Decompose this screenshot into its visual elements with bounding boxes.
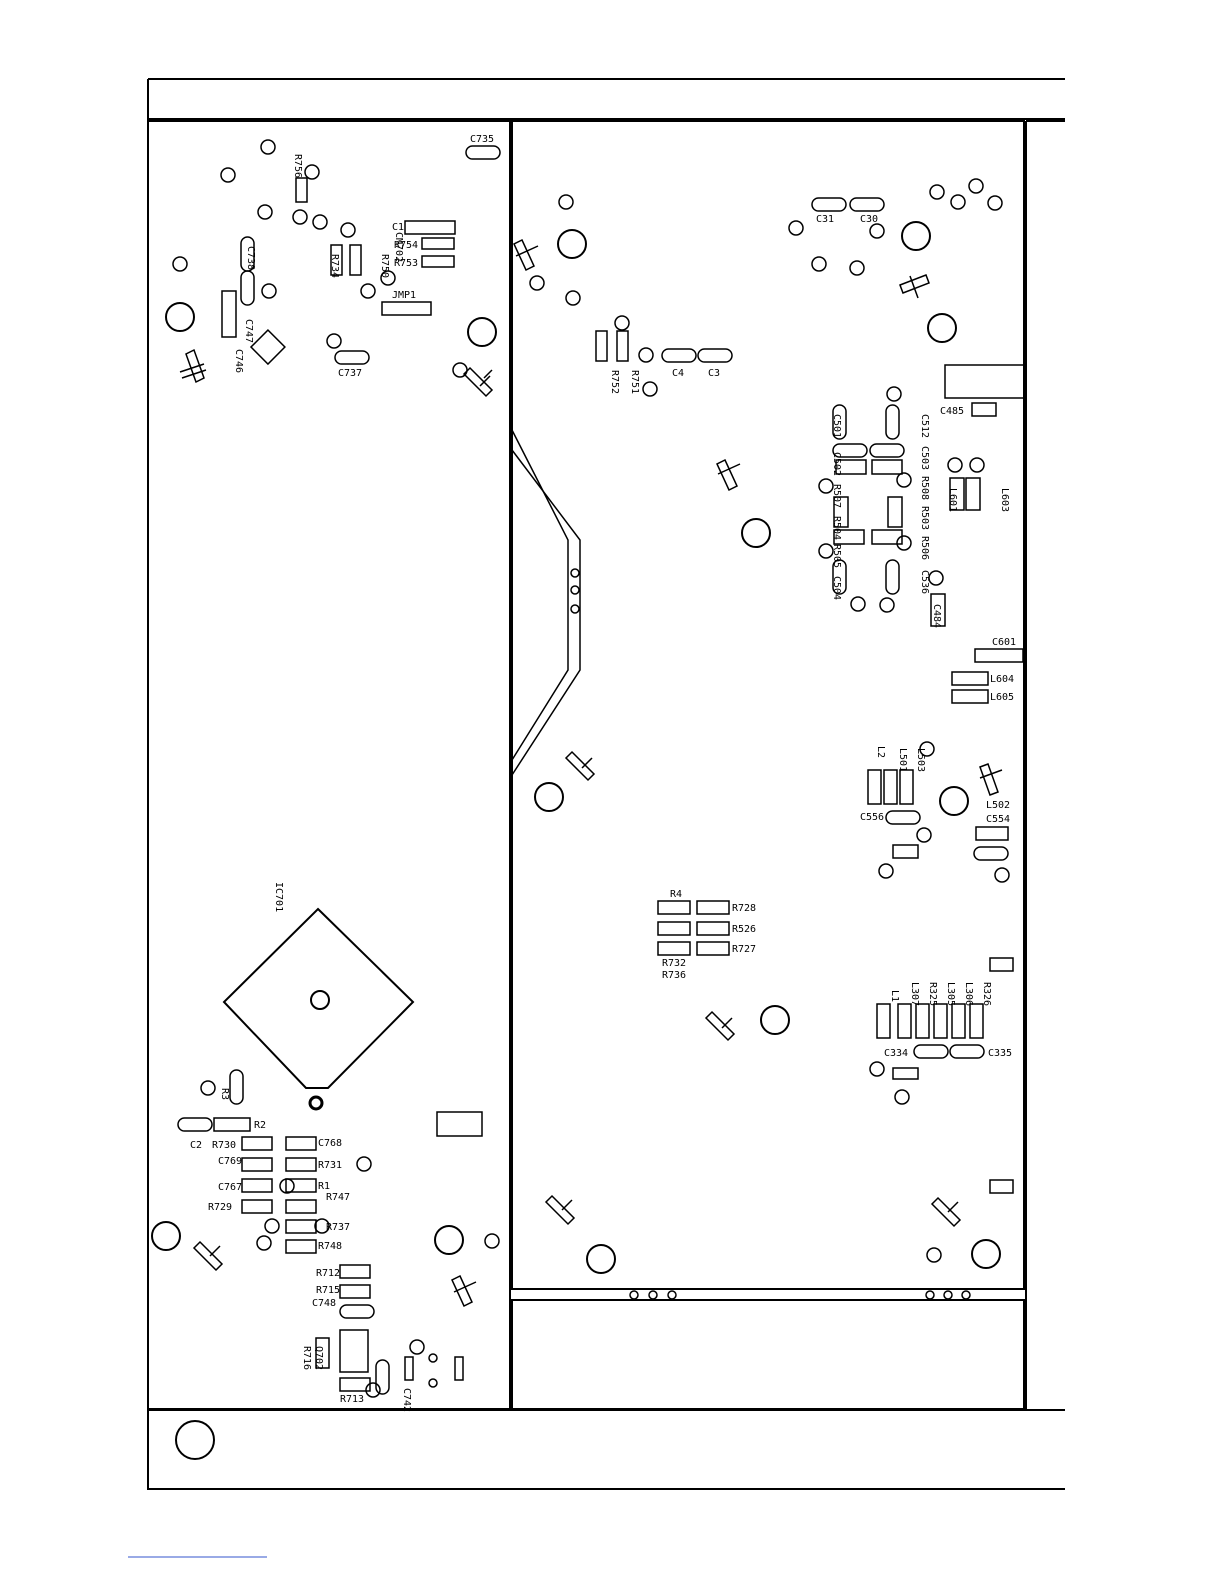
label-r754: R754 [394, 240, 418, 251]
label-r751: R751 [629, 370, 640, 394]
slot-trace [511, 429, 569, 761]
label-c30: C30 [860, 214, 878, 225]
label-r2: R2 [254, 1120, 266, 1131]
label-r736: R736 [662, 970, 686, 981]
label-c767: C767 [218, 1182, 242, 1193]
ic701-outline [222, 907, 415, 1089]
label-l1: L1 [889, 990, 900, 1002]
label-c484: C484 [931, 604, 942, 628]
label-cm702: CM702 [393, 232, 404, 262]
label-r737: R737 [326, 1222, 350, 1233]
label-r748: R748 [318, 1241, 342, 1252]
label-r731: R731 [318, 1160, 342, 1171]
label-c1: C1 [392, 222, 404, 233]
label-l307: L307 [909, 982, 920, 1006]
label-c737: C737 [338, 368, 362, 379]
label-l502: L502 [986, 800, 1010, 811]
label-r507: R507 [831, 484, 842, 508]
label-r504: R504 [831, 516, 842, 540]
label-c748: C748 [312, 1298, 336, 1309]
label-c503: C503 [919, 446, 930, 470]
label-r732: R732 [662, 958, 686, 969]
label-r716: R716 [301, 1346, 312, 1370]
label-c746: C746 [233, 349, 244, 373]
label-l605: L605 [990, 692, 1014, 703]
label-c512: C512 [919, 414, 930, 438]
label-c3: C3 [708, 368, 720, 379]
label-r752: R752 [609, 370, 620, 394]
label-c4: C4 [672, 368, 684, 379]
label-c485: C485 [940, 406, 964, 417]
right-strip [148, 120, 1065, 1411]
label-r712: R712 [316, 1268, 340, 1279]
label-r508: R508 [919, 476, 930, 500]
label-l601: L601 [947, 488, 958, 512]
left-panel [147, 120, 511, 1410]
label-c554: C554 [986, 814, 1010, 825]
label-c2: C2 [190, 1140, 202, 1151]
label-l604: L604 [990, 674, 1014, 685]
corner-hole [175, 1420, 215, 1460]
label-r526: R526 [732, 924, 756, 935]
label-r1: R1 [318, 1181, 330, 1192]
label-r713: R713 [340, 1394, 364, 1405]
label-r729: R729 [208, 1202, 232, 1213]
label-l503: L503 [915, 748, 926, 772]
label-l2: L2 [875, 746, 886, 758]
label-c768: C768 [318, 1138, 342, 1149]
label-r505: R505 [831, 544, 842, 568]
label-r747: R747 [326, 1192, 350, 1203]
label-jmp1: JMP1 [392, 290, 416, 301]
label-c501: C501 [831, 414, 842, 438]
label-r4: R4 [670, 889, 682, 900]
label-c536: C536 [919, 570, 930, 594]
label-ic701: IC701 [273, 882, 284, 912]
bottom-center-panel [511, 1299, 1025, 1410]
label-c502: C502 [831, 452, 842, 476]
label-c335: C335 [988, 1048, 1012, 1059]
label-l501: L501 [897, 748, 908, 772]
label-r325: R325 [927, 982, 938, 1006]
label-r727: R727 [732, 944, 756, 955]
label-c601: C601 [992, 637, 1016, 648]
label-c334: C334 [884, 1048, 908, 1059]
label-c31: C31 [816, 214, 834, 225]
board-outline [147, 78, 1065, 1490]
label-c556: C556 [860, 812, 884, 823]
label-l305: L305 [945, 982, 956, 1006]
label-r326: R326 [981, 982, 992, 1006]
label-r753: R753 [394, 258, 418, 269]
center-panel [511, 120, 1025, 1290]
mounting-hole [165, 302, 195, 332]
label-q702: Q702 [313, 1346, 324, 1370]
label-c735: C735 [470, 134, 494, 145]
label-l603: L603 [999, 488, 1010, 512]
label-r734: R734 [329, 254, 340, 278]
label-c504: C504 [831, 576, 842, 600]
label-r506: R506 [919, 536, 930, 560]
label-c769: C769 [218, 1156, 242, 1167]
label-r715: R715 [316, 1285, 340, 1296]
label-l306: L306 [963, 982, 974, 1006]
screw-icon [179, 238, 1003, 1308]
label-r756: R756 [292, 154, 303, 178]
label-c742: C742 [401, 1388, 412, 1412]
label-c738: C738 [245, 246, 256, 270]
label-r750: R750 [379, 254, 390, 278]
label-r728: R728 [732, 903, 756, 914]
label-r730: R730 [212, 1140, 236, 1151]
label-c747: C747 [243, 319, 254, 343]
label-r503: R503 [919, 506, 930, 530]
label-r3: R3 [219, 1088, 230, 1100]
